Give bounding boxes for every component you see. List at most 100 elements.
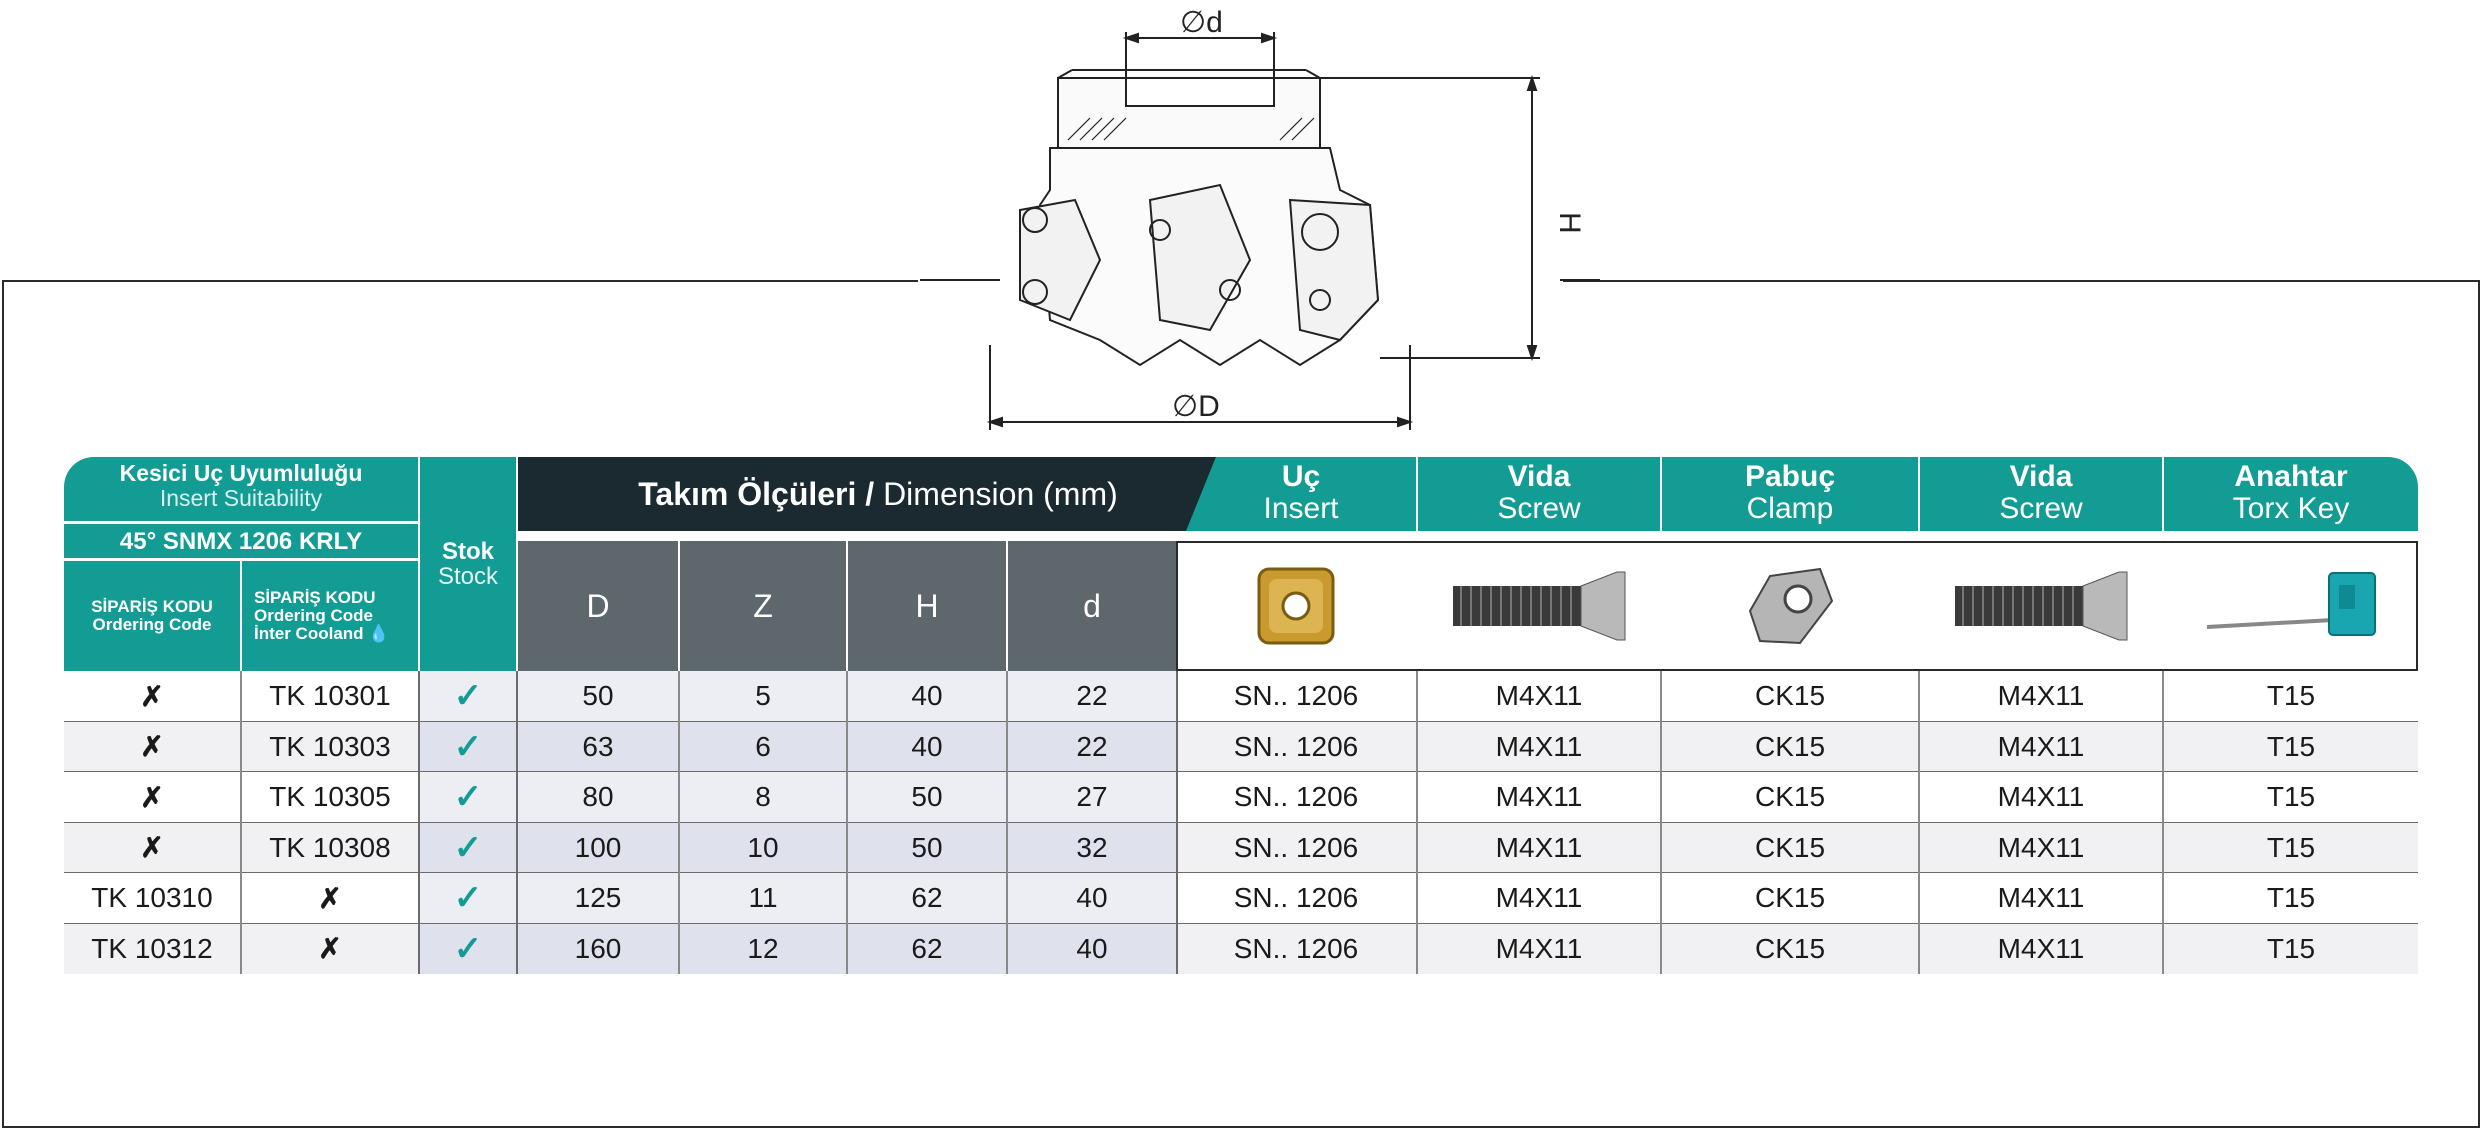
column-divider [418, 671, 420, 974]
cell-Z: 10 [680, 822, 846, 873]
cell-screw: M4X11 [1495, 680, 1583, 712]
header-col-Z: Z [680, 541, 846, 671]
screw-image [1418, 541, 1660, 671]
cell-H: 40 [848, 721, 1006, 772]
column-divider [2162, 671, 2164, 974]
cell-torx-key: T15 [2266, 781, 2316, 813]
cell-clamp: CK15 [1754, 680, 1826, 712]
cell-ordering-code-cooland: ✗ [318, 933, 342, 965]
cell-screw-2: M4X11 [1997, 831, 2085, 863]
drop-icon: 💧 [368, 624, 390, 643]
cell-insert: SN.. 1206 [1233, 932, 1359, 964]
cell-D: 63 [518, 721, 678, 772]
cell-ordering-code-cooland: TK 10303 [269, 730, 391, 762]
cell-clamp: CK15 [1754, 882, 1826, 914]
label-big-D: ∅D [1172, 390, 1220, 423]
cell-d: 22 [1008, 671, 1176, 722]
cell-torx-key: T15 [2266, 882, 2316, 914]
cell-stock: ✓ [420, 873, 516, 924]
cell-D: 80 [518, 772, 678, 823]
cell-screw-2: M4X11 [1997, 781, 2085, 813]
cell-ordering-code: TK 10310 [91, 882, 213, 914]
header-col-D: D [518, 541, 678, 671]
cell-d: 32 [1008, 822, 1176, 873]
cell-torx-key: T15 [2266, 730, 2316, 762]
cell-ordering-code-cooland: ✗ [318, 882, 342, 914]
cell-D: 100 [518, 822, 678, 873]
clamp-image [1662, 541, 1918, 671]
cell-stock: ✓ [420, 721, 516, 772]
cell-Z: 8 [680, 772, 846, 823]
header-insert-spec: 45° SNMX 1206 KRLY [64, 524, 418, 558]
cell-screw-2: M4X11 [1997, 680, 2085, 712]
cell-screw-2: M4X11 [1997, 730, 2085, 762]
cell-Z: 6 [680, 721, 846, 772]
column-divider [1660, 671, 1662, 974]
cell-screw: M4X11 [1495, 932, 1583, 964]
column-divider [240, 671, 242, 974]
cell-torx-key: T15 [2266, 680, 2316, 712]
cell-torx-key: T15 [2266, 831, 2316, 863]
cell-insert: SN.. 1206 [1233, 831, 1359, 863]
cell-clamp: CK15 [1754, 831, 1826, 863]
cell-d: 27 [1008, 772, 1176, 823]
cell-screw: M4X11 [1495, 781, 1583, 813]
cell-d: 40 [1008, 923, 1176, 974]
cell-clamp: CK15 [1754, 781, 1826, 813]
cell-ordering-code: TK 10312 [91, 932, 213, 964]
column-divider [1918, 671, 1920, 974]
cell-stock: ✓ [420, 822, 516, 873]
column-divider [846, 671, 848, 974]
header-ordering-code-cooland: SİPARİŞ KODU Ordering Code İnter Cooland… [242, 561, 418, 671]
cell-H: 40 [848, 671, 1006, 722]
cell-screw-2: M4X11 [1997, 882, 2085, 914]
header-ordering-code: SİPARİŞ KODU Ordering Code [64, 561, 240, 671]
label-small-d: ∅d [1180, 6, 1223, 39]
column-divider [1416, 671, 1418, 974]
cell-d: 22 [1008, 721, 1176, 772]
header-suitability: Kesici Uç Uyumluluğu Insert Suitability [64, 457, 418, 521]
cell-screw: M4X11 [1495, 831, 1583, 863]
cell-ordering-code: ✗ [140, 781, 164, 813]
cell-Z: 12 [680, 923, 846, 974]
cell-insert: SN.. 1206 [1233, 730, 1359, 762]
cell-ordering-code-cooland: TK 10301 [269, 680, 391, 712]
header-col-H: H [848, 541, 1006, 671]
cell-H: 62 [848, 873, 1006, 924]
cell-clamp: CK15 [1754, 730, 1826, 762]
cell-D: 125 [518, 873, 678, 924]
column-divider [1176, 671, 1178, 974]
cell-stock: ✓ [420, 923, 516, 974]
cell-ordering-code-cooland: TK 10305 [269, 781, 391, 813]
cell-H: 50 [848, 772, 1006, 823]
torx-key-image [2164, 541, 2418, 671]
screw-2-image [1920, 541, 2162, 671]
cell-insert: SN.. 1206 [1233, 882, 1359, 914]
header-stock: Stok Stock [420, 457, 516, 671]
cell-H: 62 [848, 923, 1006, 974]
cell-Z: 5 [680, 671, 846, 722]
cell-insert: SN.. 1206 [1233, 680, 1359, 712]
cell-D: 160 [518, 923, 678, 974]
cutter-drawing: ∅d ∅D H [920, 6, 1600, 430]
cell-ordering-code: ✗ [140, 680, 164, 712]
insert-image [1176, 541, 1416, 671]
cell-torx-key: T15 [2266, 932, 2316, 964]
cell-screw: M4X11 [1495, 882, 1583, 914]
cell-ordering-code: ✗ [140, 731, 164, 763]
cell-clamp: CK15 [1754, 932, 1826, 964]
cell-d: 40 [1008, 873, 1176, 924]
cell-H: 50 [848, 822, 1006, 873]
cell-insert: SN.. 1206 [1233, 781, 1359, 813]
cell-D: 50 [518, 671, 678, 722]
cell-ordering-code: ✗ [140, 832, 164, 864]
column-divider [1006, 671, 1008, 974]
cell-Z: 11 [680, 873, 846, 924]
header-col-d: d [1008, 541, 1176, 671]
cell-ordering-code-cooland: TK 10308 [269, 831, 391, 863]
